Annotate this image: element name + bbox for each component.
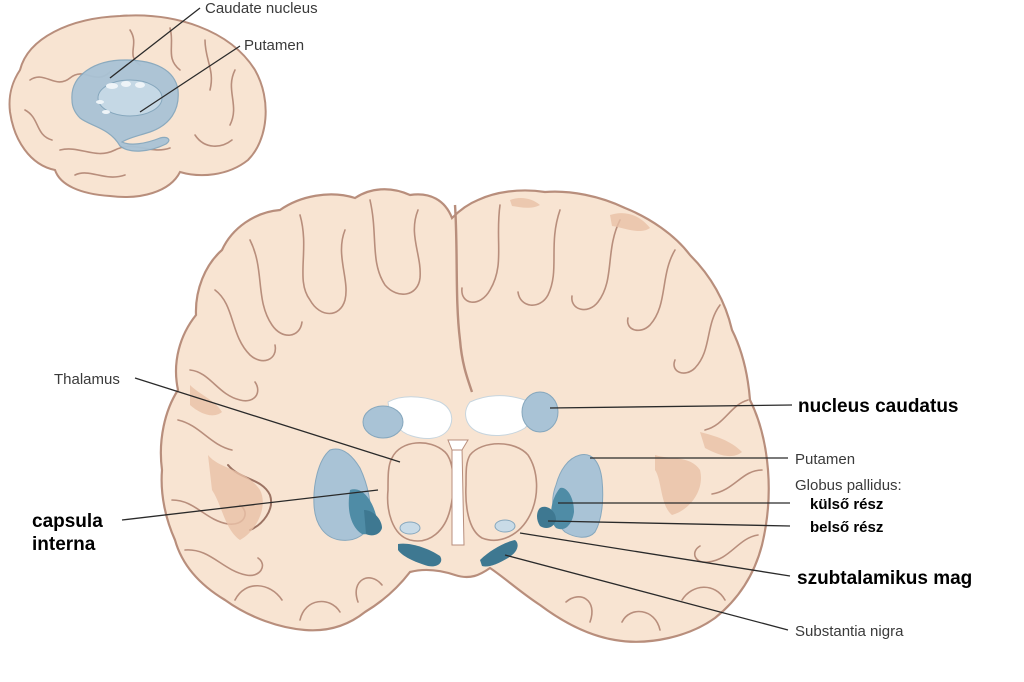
substantia-nigra-label: Substantia nigra [795, 623, 904, 640]
inset-putamen-label: Putamen [244, 37, 304, 54]
subthalamic-nucleus-left [400, 522, 420, 534]
belso-resz-label: belső rész [810, 519, 883, 536]
thalamus-label: Thalamus [54, 371, 120, 388]
inset-caudate-label: Caudate nucleus [205, 0, 318, 17]
globus-pallidus-label: Globus pallidus: [795, 477, 902, 494]
caudate-nucleus-right [522, 392, 558, 432]
thalamus-left [388, 443, 454, 541]
capsula-interna-label-line1: capsula [32, 511, 103, 532]
capsula-interna-label-line2: interna [32, 534, 96, 555]
caudate-nucleus-left [363, 406, 403, 438]
subthalamic-nucleus-right [495, 520, 515, 532]
nucleus-caudatus-label: nucleus caudatus [798, 396, 959, 417]
szubtalamikus-mag-label: szubtalamikus mag [797, 568, 972, 589]
putamen-label: Putamen [795, 451, 855, 468]
inset-lateral-brain: Caudate nucleus Putamen [9, 0, 317, 197]
third-ventricle [452, 448, 464, 545]
kulso-resz-label: külső rész [810, 496, 883, 513]
